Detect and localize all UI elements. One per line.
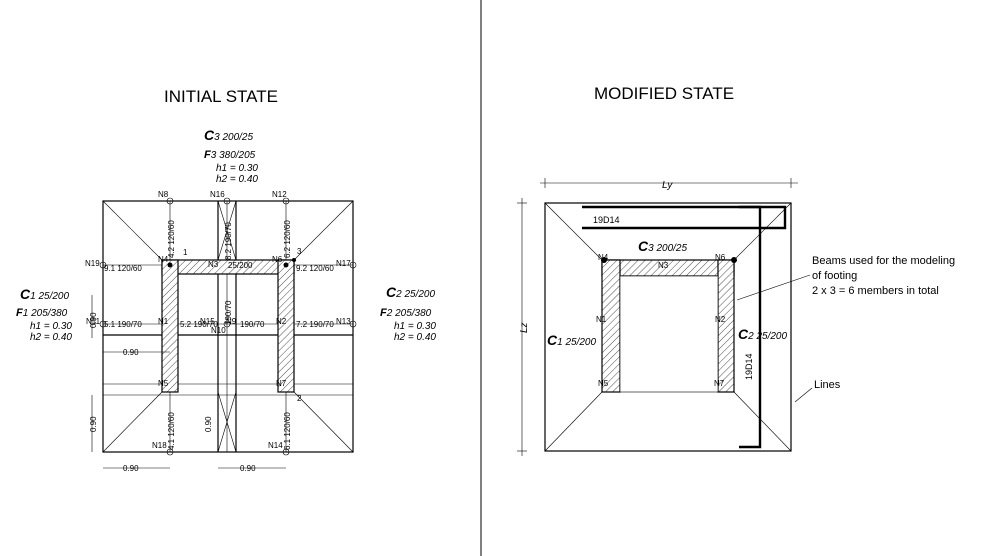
beam-8-2: 8.2 190/70: [224, 222, 233, 260]
mod-node-n1: N1: [596, 315, 607, 324]
modified-state-title: MODIFIED STATE: [594, 84, 734, 103]
f2-label: F2 205/380: [380, 307, 432, 319]
node-n3: N3: [208, 260, 219, 269]
point-2: 2: [297, 394, 302, 403]
note-line-1: Beams used for the modeling: [812, 255, 955, 267]
rebar-right-label: 19D14: [744, 353, 754, 380]
mod-c3-label: C3 200/25: [638, 238, 687, 254]
mod-node-n4: N4: [598, 253, 609, 262]
node-n2: N2: [276, 317, 287, 326]
h1-top: h1 = 0.30: [216, 163, 258, 174]
mod-node-n5: N5: [598, 379, 609, 388]
beam-6-2: 6.2 120/60: [283, 220, 292, 258]
node-n14: N14: [268, 441, 283, 450]
node-n16: N16: [210, 190, 225, 199]
dim-0-90-d: 0.90: [123, 464, 139, 473]
f1-label: F1 205/380: [16, 307, 68, 319]
beam-9-2: 9.2 120/60: [296, 264, 334, 273]
node-n11: N11: [86, 317, 101, 326]
lines-label: Lines: [814, 379, 841, 391]
modified-footing-outline: [544, 202, 792, 452]
h2-right: h2 = 0.40: [394, 332, 436, 343]
h1-right: h1 = 0.30: [394, 321, 436, 332]
mod-node-n2: N2: [715, 315, 726, 324]
mod-node-n3: N3: [658, 261, 669, 270]
note-line-3: 2 x 3 = 6 members in total: [812, 285, 939, 297]
node-n6: N6: [272, 255, 283, 264]
dim-0-90-e: 0.90: [240, 464, 256, 473]
note-line-2: of footing: [812, 270, 857, 282]
mod-c2-label: C2 25/200: [738, 326, 787, 342]
node-n4: N4: [158, 255, 169, 264]
beam-center: 190/70: [240, 320, 265, 329]
node-n8: N8: [158, 190, 169, 199]
dim-0-90-f: 0.90: [204, 416, 213, 432]
rebar-top: [582, 205, 787, 230]
node-n1: N1: [158, 317, 169, 326]
beam-4-2: 4.2 120/60: [167, 220, 176, 258]
node-n5: N5: [158, 379, 169, 388]
beam-9-1: 9.1 120/60: [104, 264, 142, 273]
rebar-right: [739, 205, 762, 449]
initial-left-column: [161, 259, 179, 393]
mod-node-n7: N7: [714, 379, 725, 388]
modified-state-drawing: Ly Lz 19D14 19D14 N4 N6 N1 N2 N3 N5 N7: [517, 178, 955, 456]
mod-node-n6: N6: [715, 253, 726, 262]
dim-0-90-a: 0.90: [89, 312, 98, 328]
node-n9: N9: [226, 317, 237, 326]
f3-label: F3 380/205: [204, 149, 256, 161]
node-n19: N19: [85, 259, 100, 268]
beam-5-2: 5.2 190/70: [180, 320, 218, 329]
beam-7-2: 7.2 190/70: [296, 320, 334, 329]
node-n18: N18: [152, 441, 167, 450]
ly-label: Ly: [662, 180, 673, 191]
lz-label: Lz: [519, 322, 530, 333]
point-1: 1: [183, 248, 188, 257]
beam-5-1: 5.1 190/70: [104, 320, 142, 329]
beam-mid-vertical: 190/70: [224, 300, 233, 325]
node-n7: N7: [276, 379, 287, 388]
footing-outline: [102, 200, 354, 453]
h1-left: h1 = 0.30: [30, 321, 72, 332]
dim-0-90-c: 0.90: [89, 416, 98, 432]
node-n10: N10: [211, 326, 226, 335]
h2-top: h2 = 0.40: [216, 174, 258, 185]
rebar-top-label: 19D14: [593, 215, 620, 225]
dim-0-90-b: 0.90: [123, 348, 139, 357]
beam-6-1: 6.1 120/60: [283, 412, 292, 450]
c1-label: C1 25/200: [20, 286, 69, 302]
point-3: 3: [297, 247, 302, 256]
modified-right-column: [717, 259, 735, 393]
mod-c1-label: C1 25/200: [547, 332, 596, 348]
c2-label: C2 25/200: [386, 284, 435, 300]
top-beam-label: 25/200: [228, 261, 253, 270]
node-n15: N15: [200, 317, 215, 326]
initial-right-column: [277, 259, 295, 393]
initial-state-drawing: C3 200/25 F3 380/205 h1 = 0.30 h2 = 0.40…: [16, 127, 436, 473]
node-n13: N13: [336, 317, 351, 326]
modified-left-column: [601, 259, 621, 393]
node-n17: N17: [336, 259, 351, 268]
node-n12: N12: [272, 190, 287, 199]
initial-state-title: INITIAL STATE: [164, 87, 278, 106]
c3-label: C3 200/25: [204, 127, 253, 143]
beam-4-1: 4.1 120/60: [167, 412, 176, 450]
h2-left: h2 = 0.40: [30, 332, 72, 343]
